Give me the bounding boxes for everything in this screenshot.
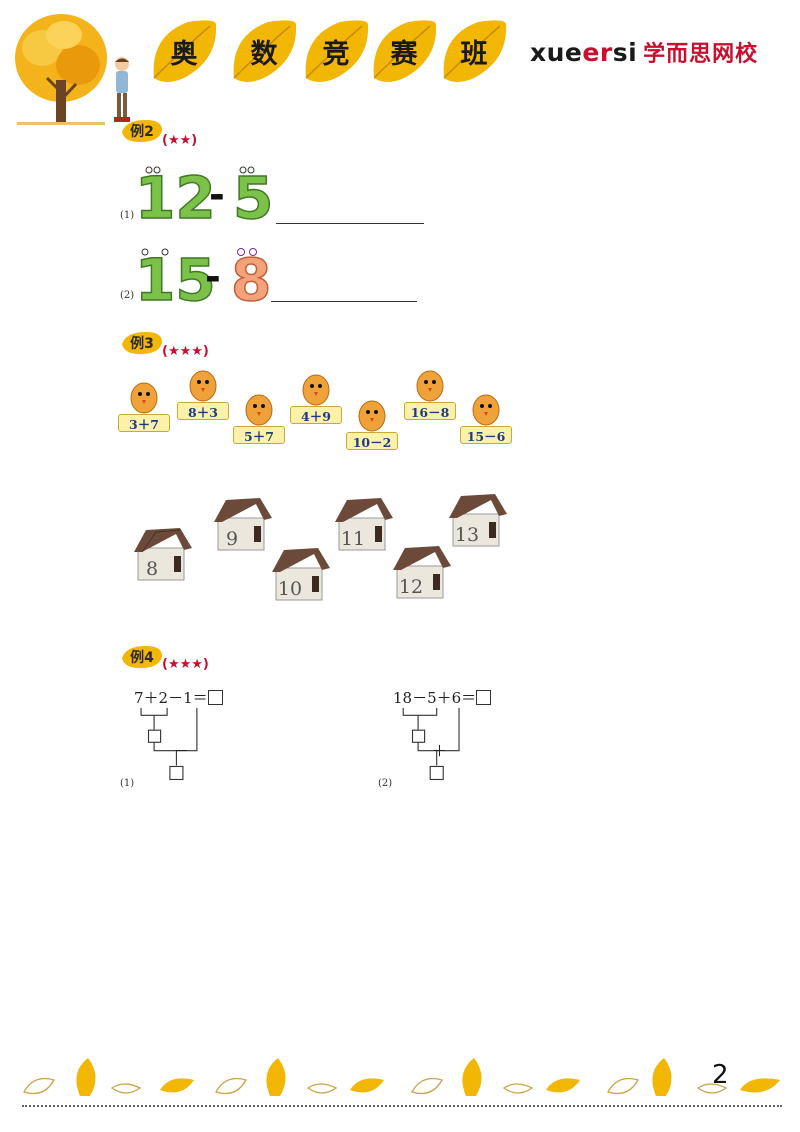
chick-sign: 10－2 [346, 432, 398, 450]
chick-icon [472, 394, 500, 426]
house-number: 11 [340, 528, 366, 550]
cartoon-expression-15-minus-8: 15 - 8 [135, 245, 272, 306]
answer-line[interactable] [276, 223, 424, 224]
house-number: 12 [398, 576, 424, 598]
difficulty-stars: (★★★) [162, 344, 209, 359]
problem-number: (1) [120, 210, 135, 221]
problem-number: (1) [120, 778, 135, 789]
chick-sign: 5＋7 [233, 426, 285, 444]
chick-sign: 15－6 [460, 426, 512, 444]
chick-icon [358, 400, 386, 432]
cartoon-number-5: 5 [233, 164, 273, 224]
title-leaf-4: 赛 [368, 16, 440, 86]
leaf-icon [443, 20, 507, 82]
chick-with-sign[interactable]: 16－8 [404, 366, 456, 424]
cartoon-number-15: 15 [135, 246, 216, 306]
cartoon-number-12: 12 [135, 163, 216, 224]
brand-er: er [582, 38, 613, 67]
title-leaf-5: 班 [438, 16, 510, 86]
chick-with-sign[interactable]: 4＋9 [290, 370, 342, 428]
house-icon [335, 498, 393, 551]
title-leaf-1: 奥 [148, 16, 220, 86]
chick-sign: 16－8 [404, 402, 456, 420]
chick-with-sign[interactable]: 5＋7 [233, 390, 285, 448]
house[interactable]: 10 [270, 546, 332, 604]
footer-dotted-line [22, 1105, 782, 1107]
boy-illustration [114, 57, 130, 122]
equation-2: 18－5＋6＝ [393, 687, 492, 708]
house[interactable]: 8 [132, 526, 194, 584]
title-leaf-3: 竞 [300, 16, 372, 86]
house-number: 9 [225, 528, 239, 550]
house-number: 8 [145, 558, 159, 580]
label-leaf-icon [122, 332, 162, 354]
chick-with-sign[interactable]: 8＋3 [177, 366, 229, 424]
chick-icon [302, 374, 330, 406]
example-3-label: 例3 [120, 330, 164, 356]
answer-line[interactable] [271, 301, 417, 302]
chick-with-sign[interactable]: 15－6 [460, 390, 512, 448]
chick-sign: 8＋3 [177, 402, 229, 420]
leaf-icon [373, 20, 437, 82]
leaf-icon [305, 20, 369, 82]
house[interactable]: 9 [212, 496, 274, 554]
footer-leaf-border [23, 1058, 780, 1096]
problem-number: (2) [120, 290, 135, 301]
title-char: 数 [250, 38, 278, 70]
cartoon-number-8: 8 [231, 246, 271, 306]
chick-sign: 3＋7 [118, 414, 170, 432]
house[interactable]: 13 [447, 492, 509, 550]
label-leaf-icon [122, 646, 162, 668]
chick-with-sign[interactable]: 3＋7 [118, 378, 170, 436]
example-2-label: 例2 [120, 118, 164, 144]
cartoon-expression-12-minus-5: 12 - 5 [135, 163, 274, 224]
leaf-icon [233, 20, 297, 82]
page-number: 2 [712, 1060, 729, 1090]
equation-1: 7＋2－1＝ [134, 687, 223, 708]
calculation-tree-2 [402, 707, 460, 781]
answer-box[interactable] [476, 690, 492, 705]
title-char: 班 [460, 38, 488, 70]
minus-sign: - [209, 173, 225, 217]
house-icon [134, 528, 192, 581]
autumn-tree-illustration [15, 14, 107, 125]
house-icon [272, 548, 330, 601]
chick-with-sign[interactable]: 10－2 [346, 396, 398, 454]
title-char: 奥 [170, 38, 198, 70]
label-leaf-icon [122, 120, 162, 142]
operator-sign: － [174, 742, 190, 760]
answer-box[interactable] [207, 690, 223, 705]
example-4-label: 例4 [120, 644, 164, 670]
house-icon [214, 498, 272, 551]
chick-icon [130, 382, 158, 414]
title-char: 赛 [390, 38, 418, 70]
house-icon [449, 494, 507, 547]
house[interactable]: 12 [391, 544, 453, 602]
house-number: 10 [277, 578, 303, 600]
difficulty-stars: (★★★) [162, 657, 209, 672]
svg-text:12: 12 [135, 164, 216, 224]
chick-icon [189, 370, 217, 402]
house-icon [393, 546, 451, 599]
chick-icon [245, 394, 273, 426]
leaf-icon [153, 20, 217, 82]
minus-sign: - [205, 255, 221, 299]
brand-si: si [612, 38, 638, 67]
house[interactable]: 11 [333, 496, 395, 554]
title-leaf-2: 数 [228, 16, 300, 86]
difficulty-stars: (★★) [162, 133, 198, 148]
title-char: 竞 [322, 38, 350, 70]
chick-sign: 4＋9 [290, 406, 342, 424]
calculation-tree-1 [140, 707, 198, 781]
chick-icon [416, 370, 444, 402]
brand-xue: xue [530, 38, 583, 67]
problem-number: (2) [378, 778, 393, 789]
house-number: 13 [454, 524, 480, 546]
operator-sign: ＋ [432, 742, 448, 760]
brand-chinese: 学而思网校 [643, 42, 759, 67]
